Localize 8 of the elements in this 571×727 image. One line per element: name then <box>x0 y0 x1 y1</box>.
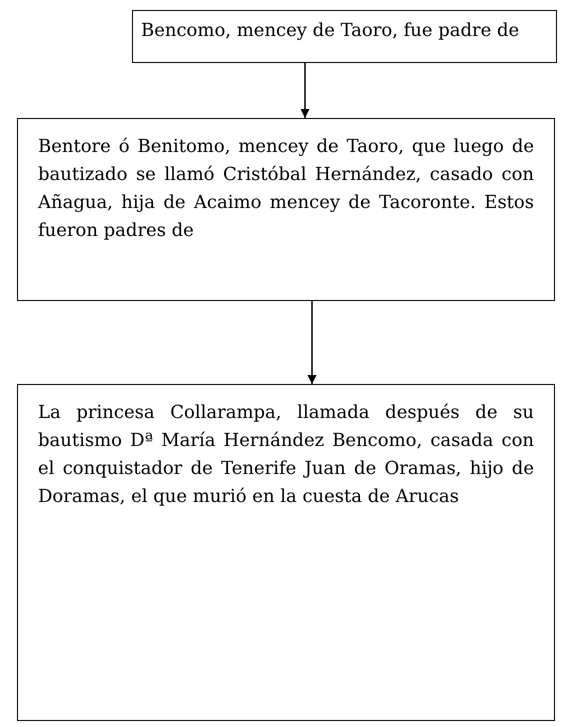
text-box <box>17 118 555 301</box>
text-box <box>17 384 555 721</box>
box-text: Bentore ó Benitomo, mencey de Taoro, que luego de bautizado se llamó Cristóbal Hernández, casado con Añagua, hija de Acaimo mencey de Tacoronte. Estos fueron padres de <box>38 135 534 243</box>
box-text: Bencomo, mencey de Taoro, fue padre de <box>141 19 520 43</box>
arrow <box>300 63 310 118</box>
text-box <box>132 10 557 63</box>
box-text: La princesa Collarampa, llamada después de su bautismo Dª María Hernández Bencomo, casada con el conquistador de Tenerife Juan de Oramas, hijo de Doramas, el que murió en la cuesta de Arucas <box>38 401 534 509</box>
arrow <box>308 301 316 384</box>
